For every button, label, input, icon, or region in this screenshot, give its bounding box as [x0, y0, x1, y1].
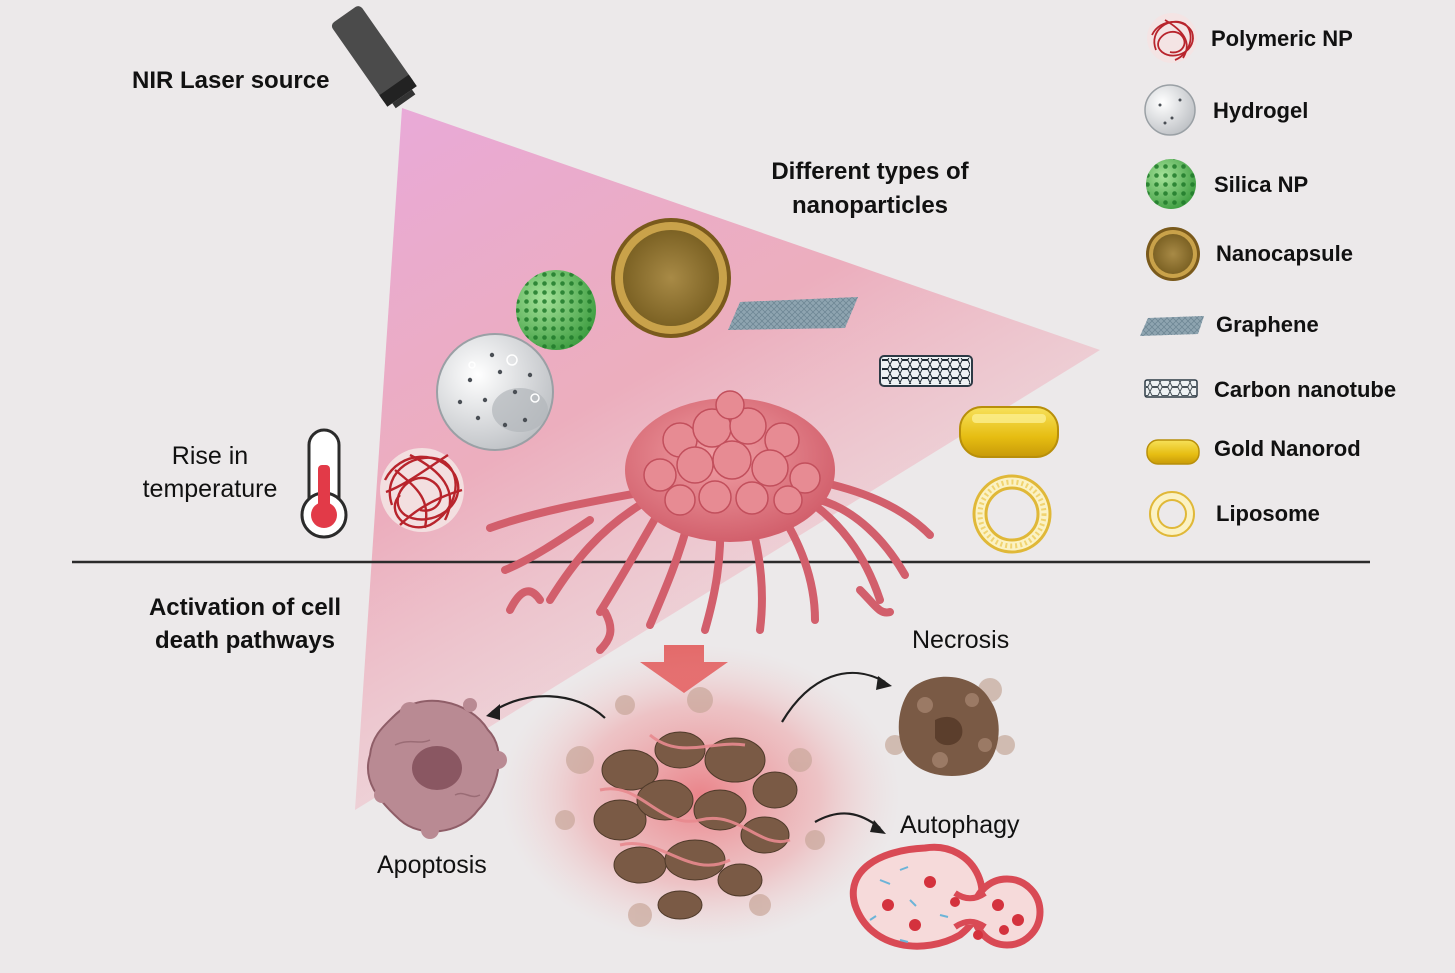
apoptosis-cell-icon — [366, 698, 507, 839]
nanoparticles-title-line2: nanoparticles — [791, 192, 949, 219]
legend-carbon-nanotube-icon — [1144, 379, 1198, 398]
nanocapsule-icon — [611, 218, 731, 338]
necrosis-cell-icon — [885, 676, 1015, 776]
activation-label-line2: death pathways — [154, 627, 336, 654]
legend-label-gold-nanorod: Gold Nanorod — [1214, 436, 1361, 461]
legend-label-silica-np: Silica NP — [1214, 172, 1309, 197]
legend-icons — [1140, 13, 1204, 537]
legend-label-nanocapsule: Nanocapsule — [1216, 241, 1353, 266]
hydrogel-icon — [436, 333, 554, 451]
autophagy-cell-icon — [849, 843, 1044, 950]
rise-label-line1: Rise in — [171, 442, 249, 470]
legend-liposome-icon — [1149, 491, 1195, 537]
legend-label-carbon-nanotube: Carbon nanotube — [1214, 377, 1397, 402]
legend-label-polymeric-np: Polymeric NP — [1211, 26, 1353, 51]
apoptosis-label: Apoptosis — [377, 851, 487, 879]
thermometer-icon — [300, 428, 348, 539]
laser-source-icon — [331, 6, 417, 109]
polymeric-np-icon — [380, 448, 464, 532]
rise-label-line2: temperature — [142, 475, 278, 503]
autophagy-label: Autophagy — [900, 811, 1020, 839]
legend-label-graphene: Graphene — [1216, 312, 1319, 337]
nanoparticles-title-line1: Different types of — [771, 158, 969, 185]
legend-polymeric-np-icon — [1147, 13, 1197, 63]
tumor-roots — [486, 476, 934, 654]
activation-label-line1: Activation of cell — [148, 594, 342, 621]
gold-nanorod-icon — [959, 406, 1059, 458]
legend-label-liposome: Liposome — [1216, 501, 1320, 526]
legend-gold-nanorod-icon — [1146, 439, 1200, 465]
necrosis-label: Necrosis — [912, 626, 1010, 654]
carbon-nanotube-icon — [879, 355, 973, 387]
legend-silica-np-icon — [1146, 159, 1196, 209]
dying-tumor-icon — [500, 645, 900, 945]
legend-nanocapsule-icon — [1146, 227, 1200, 281]
silica-np-icon — [516, 270, 596, 350]
legend-hydrogel-icon — [1144, 84, 1196, 136]
tumor-icon — [625, 390, 835, 542]
legend-label-hydrogel: Hydrogel — [1213, 98, 1309, 123]
graphene-icon — [728, 297, 858, 330]
legend-graphene-icon — [1140, 316, 1204, 336]
liposome-icon — [972, 474, 1052, 554]
laser-source-label: NIR Laser source — [132, 67, 330, 94]
